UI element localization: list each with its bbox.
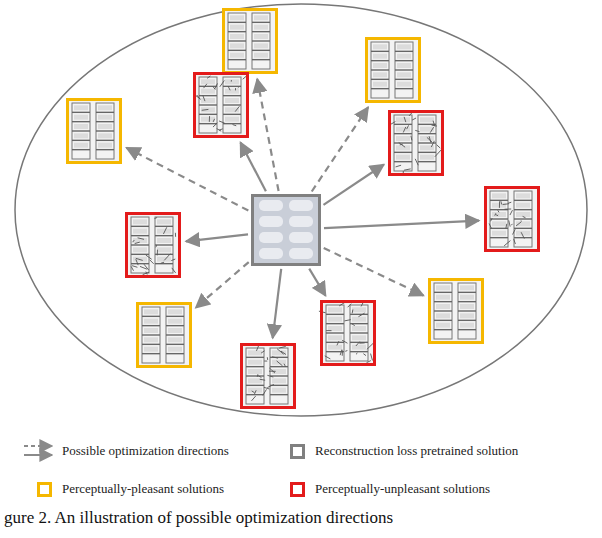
unpleasant-solution-image bbox=[193, 72, 249, 138]
legend-text: Possible optimization directions bbox=[62, 443, 229, 459]
legend-text: Perceptually-pleasant solutions bbox=[62, 481, 224, 497]
solid-arrow bbox=[240, 142, 265, 191]
legend-entry: Perceptually-unpleasant solutions bbox=[290, 481, 490, 497]
pleasant-solution-image bbox=[136, 302, 192, 368]
legend-entry: Perceptually-pleasant solutions bbox=[37, 481, 224, 497]
solid-arrow bbox=[309, 269, 325, 296]
legend-entry: Reconstruction loss pretrained solution bbox=[290, 443, 518, 459]
pretrained-solution-image bbox=[251, 194, 321, 266]
unpleasant-solution-image bbox=[319, 300, 376, 366]
unpleasant-solution-image bbox=[125, 212, 181, 278]
pleasant-solution-image bbox=[66, 98, 122, 164]
solution-space-ellipse bbox=[15, 4, 587, 416]
dashed-arrow bbox=[312, 107, 368, 191]
unpleasant-solution-image bbox=[388, 110, 444, 176]
solid-arrow bbox=[273, 269, 282, 338]
dashed-arrow bbox=[324, 248, 424, 296]
solid-arrow bbox=[323, 165, 383, 205]
pleasant-solution-image bbox=[428, 278, 484, 344]
unpleasant-solution-image bbox=[484, 186, 540, 252]
dashed-arrow-sample bbox=[24, 445, 52, 447]
figure-caption: gure 2. An illustration of possible opti… bbox=[4, 508, 393, 528]
legend-entry: Possible optimization directions bbox=[62, 443, 229, 459]
solid-arrow-sample bbox=[24, 454, 52, 456]
solid-arrow bbox=[186, 234, 248, 241]
solid-arrow bbox=[324, 221, 479, 229]
dashed-arrow bbox=[257, 79, 278, 191]
unpleasant-solution-image bbox=[240, 343, 296, 409]
legend-swatch bbox=[290, 444, 305, 459]
dashed-arrow bbox=[126, 148, 248, 211]
legend-swatch bbox=[290, 482, 305, 497]
pleasant-solution-image bbox=[222, 8, 278, 74]
dashed-arrow bbox=[196, 262, 249, 308]
legend-text: Perceptually-unpleasant solutions bbox=[315, 481, 490, 497]
legend-text: Reconstruction loss pretrained solution bbox=[315, 443, 518, 459]
legend-swatch bbox=[37, 482, 52, 497]
pleasant-solution-image bbox=[365, 37, 421, 103]
